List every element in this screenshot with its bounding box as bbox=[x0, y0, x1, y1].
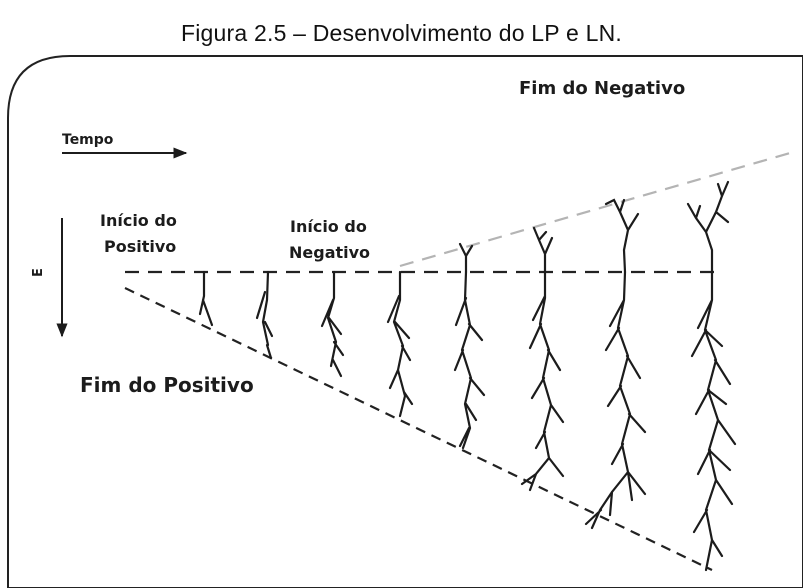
up-leader-stage-8 bbox=[686, 180, 730, 274]
end-of-positive-label: Fim do Positivo bbox=[80, 373, 254, 397]
up-leader-stage-7 bbox=[604, 198, 640, 274]
up-leader-stage-5 bbox=[458, 242, 474, 274]
leader-stage-8 bbox=[690, 270, 737, 572]
leader-stage-6 bbox=[520, 270, 565, 492]
start-of-negative-label-line1: Início do bbox=[290, 217, 367, 236]
negative-envelope-line bbox=[399, 151, 791, 268]
leader-stage-3 bbox=[320, 270, 345, 378]
start-of-negative-label-line2: Negativo bbox=[289, 243, 370, 262]
start-of-positive-label-line2: Positivo bbox=[104, 237, 176, 256]
positive-envelope-line bbox=[124, 287, 713, 571]
positive-leaders bbox=[198, 270, 737, 572]
up-leader-stage-6 bbox=[532, 226, 554, 274]
leader-stage-7 bbox=[584, 270, 647, 530]
field-axis-label: E bbox=[31, 268, 46, 277]
start-of-positive-label-line1: Início do bbox=[100, 211, 177, 230]
leader-stage-2 bbox=[255, 270, 274, 360]
leader-stage-4 bbox=[386, 270, 414, 418]
leader-stage-5 bbox=[453, 270, 486, 450]
end-of-negative-label: Fim do Negativo bbox=[519, 78, 685, 99]
time-label: Tempo bbox=[62, 132, 114, 148]
diagram-frame bbox=[7, 55, 803, 588]
leader-stage-1 bbox=[198, 270, 214, 327]
negative-leaders bbox=[458, 180, 730, 274]
figure-caption: Figura 2.5 – Desenvolvimento do LP e LN. bbox=[181, 20, 622, 46]
